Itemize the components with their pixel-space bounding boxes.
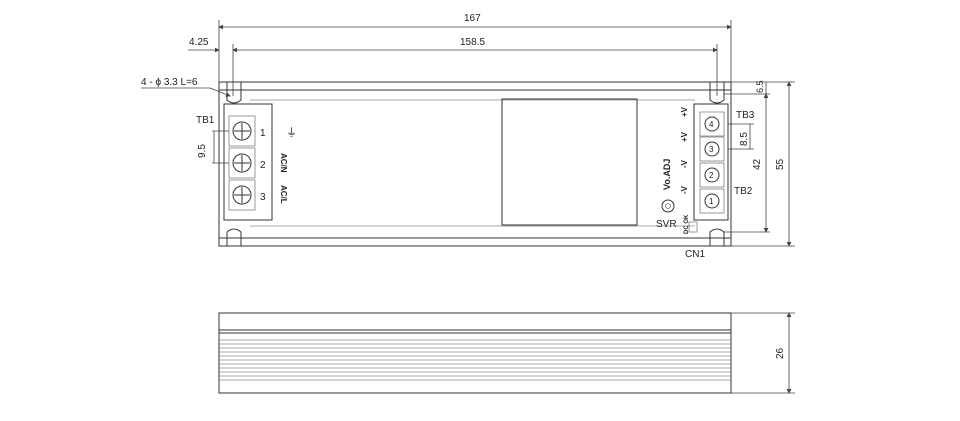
tb1-screw-1 [232,121,252,141]
hole-spec-arrow [209,87,231,97]
vo-adj-label: Vo.ADJ [662,159,672,190]
hole-spec-label: 4 - ϕ 3.3 L=6 [141,77,198,88]
ground-symbol: ⏚ [286,126,297,139]
tb1-label: TB1 [196,115,215,126]
label-window [501,98,638,226]
tb23-terminal-4 [704,116,720,132]
thickness-label: 26 [775,347,786,359]
ac-n-label: AC/N [279,153,288,173]
cn1-label: CN1 [685,249,705,260]
tb1-pin-label: 2 [260,160,266,171]
tb23-pin-label: 3 [709,145,714,154]
tb1-pin-label: 3 [260,192,266,203]
side-case-outline [218,312,732,394]
plus-v-label: +V [680,131,689,142]
overall-length-label: 167 [464,13,481,24]
tb23-cell-4 [699,111,725,137]
tb23-pin-label: 1 [709,197,714,206]
heatsink-fins [219,339,731,381]
tb2-pitch-label: 8.5 [739,132,750,146]
overall-height-label: 55 [775,158,786,170]
tb23-pin-label: 4 [709,120,714,129]
mount-slot-top-left [226,82,242,104]
tb23-pin-label: 2 [709,171,714,180]
tb1-screw-3 [232,185,252,205]
top-view: 1 2 3 ⏚ AC/N AC/L TB1 9.5 4 3 2 1 + [141,13,795,260]
tb23-terminal-2 [704,167,720,183]
tb2-tb3-terminal-block: 4 3 2 1 [693,103,729,221]
dc-ok-label: DC OK [684,214,690,234]
mount-slot-top-right [709,82,725,104]
tb1-pin-label: 1 [260,128,266,139]
svr-potentiometer [661,199,675,213]
case-outline [218,81,732,247]
terminal-pitch-label: 9.5 [197,144,208,158]
tb23-cell-2 [699,162,725,188]
cn1-connector [688,221,698,233]
hole-pitch-label: 158.5 [460,37,485,48]
mount-height-label: 42 [752,158,763,170]
plus-v-label: +V [680,106,689,117]
tb1-cell-3 [228,179,256,211]
mount-slot-bottom-right [709,228,725,246]
tb2-label: TB2 [734,186,753,197]
tb23-housing [693,103,729,221]
tb23-terminal-1 [704,193,720,209]
tb23-cell-3 [699,136,725,162]
svr-label: SVR [656,219,677,230]
tb23-cell-1 [699,188,725,214]
minus-v-label: -V [680,159,689,168]
tb1-terminal-block: 1 2 3 [223,103,273,221]
minus-v-label: -V [680,185,689,194]
svr-knob [665,203,671,209]
ac-l-label: AC/L [279,185,288,204]
mount-slot-bottom-left [226,228,242,246]
right-offset-label: 6.5 [755,80,765,93]
tb3-label: TB3 [736,110,755,121]
tb1-screw-2 [232,153,252,173]
hole-offset-label: 4.25 [189,37,209,48]
tb1-housing [223,103,273,221]
side-view: 26 [218,312,795,394]
tb23-terminal-3 [704,141,720,157]
